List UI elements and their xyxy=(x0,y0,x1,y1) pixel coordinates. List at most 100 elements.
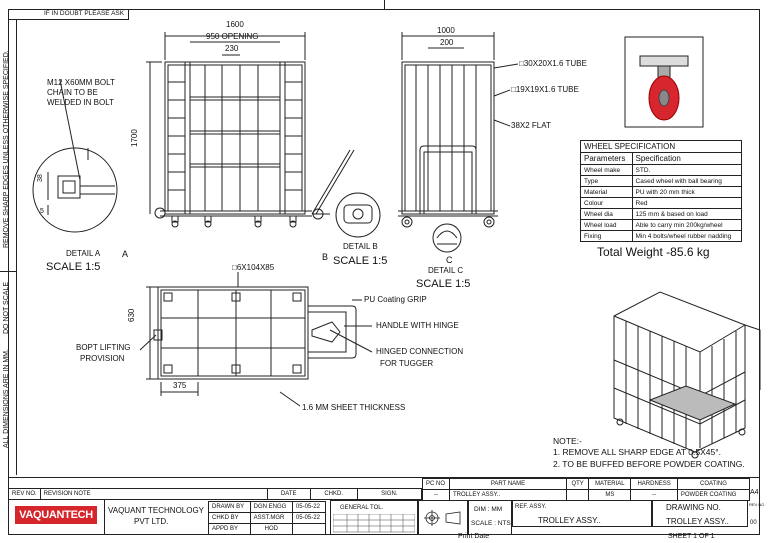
plan-label-lift-1: BOPT LIFTING xyxy=(76,343,131,352)
doubt-box xyxy=(8,9,129,20)
plan-dim-bay: 375 xyxy=(173,381,187,390)
scale-nts-label: SCALE : NTS xyxy=(471,520,511,527)
detail-b-circle xyxy=(335,192,381,238)
front-dim-overall: 1600 xyxy=(226,20,244,29)
detail-a-note-1: M12 X60MM BOLT xyxy=(47,78,115,87)
front-view xyxy=(146,32,355,228)
notes-line-2: 2. TO BE BUFFED BEFORE POWDER COATING. xyxy=(553,459,745,469)
coating-header: COATING xyxy=(676,478,751,490)
rev-label: REV NO xyxy=(749,502,765,507)
hardness-value: -- xyxy=(630,489,678,501)
ref-assy-box xyxy=(512,500,652,527)
material-header: MATERIAL xyxy=(588,478,632,490)
wheel-spec-header: Parameters xyxy=(580,152,633,165)
side-dim-bay: 200 xyxy=(440,38,454,47)
wheel-spec-param: Wheel load xyxy=(580,219,633,231)
drawing-no-label: DRAWING NO. xyxy=(666,503,721,512)
wheel-spec-param: Type xyxy=(580,175,633,187)
part-name-value: TROLLEY ASSY.. xyxy=(449,489,567,501)
pc-no-header: PC NO xyxy=(422,478,450,490)
rev-chkd-header: CHKD. xyxy=(309,488,358,500)
print-date-label: Print Date xyxy=(458,533,490,540)
projection-box xyxy=(418,500,468,535)
tolerance-grid xyxy=(333,514,415,533)
approval-table: DRAWN BY DGN ENGG 05-05-22 CHKD BY ASST.… xyxy=(208,501,327,535)
wheel-spec-value: Able to carry min 200kg/wheel xyxy=(631,219,743,231)
detail-a-dim1: 38 xyxy=(37,174,44,182)
detail-b-marker: B xyxy=(322,252,329,262)
detail-a-dim2: 5 xyxy=(40,208,44,215)
rev-value: 00 xyxy=(750,520,757,526)
material-value: MS xyxy=(588,489,632,501)
plan-label-grip: PU Coating GRIP xyxy=(364,295,427,304)
front-dim-bay: 230 xyxy=(225,44,239,53)
wheel-spec-value: Cased wheel with ball bearing xyxy=(631,175,743,187)
rev-sign-header: SIGN. xyxy=(356,488,423,500)
plan-view xyxy=(139,272,373,407)
wheel-spec-value: Red xyxy=(631,197,743,209)
ref-assy-label: REF. ASSY. xyxy=(515,504,547,510)
logo-box xyxy=(8,500,105,535)
qty-value xyxy=(565,489,590,501)
top-center-mark xyxy=(384,0,385,9)
drawing-no-box xyxy=(652,500,748,527)
chkd-by-name: ASST.MGR xyxy=(249,512,293,524)
dim-mm-label: DIM : MM xyxy=(474,506,503,513)
wheel-spec-title: WHEEL SPECIFICATION xyxy=(580,140,742,153)
detail-b-title: DETAIL B xyxy=(343,242,378,251)
rev-no-header: REV NO. xyxy=(8,488,41,500)
detail-a-circle xyxy=(32,79,118,233)
side-view xyxy=(398,32,519,228)
detail-a-note-2: CHAIN TO BE xyxy=(47,88,98,97)
drawn-by-name: DGN ENGG xyxy=(249,501,293,513)
qty-header: QTY xyxy=(565,478,590,490)
plan-label-lift-2: PROVISION xyxy=(80,354,125,363)
wheel-spec-value: Min 4 bolts/wheel rubber nadding xyxy=(631,230,743,242)
wheel-spec-param: Material xyxy=(580,186,633,198)
wheel-spec-param: Fixing xyxy=(580,230,633,242)
side-label-tube2: □19X19X1.6 TUBE xyxy=(511,85,579,94)
side-dim-width: 1000 xyxy=(437,26,455,35)
side-divider-1 xyxy=(0,271,16,272)
rev-note-header: REVISION NOTE xyxy=(39,488,268,500)
general-tol-label: GENERAL TOL. xyxy=(340,505,384,511)
wheel-spec-header: Specification xyxy=(631,152,743,165)
company-line-1: VAQUANT TECHNOLOGY xyxy=(108,506,205,515)
wheel-spec-param: Wheel make xyxy=(580,164,633,176)
detail-c-marker: C xyxy=(446,255,453,265)
rev-date-header: DATE xyxy=(266,488,311,500)
projection-icon xyxy=(424,510,461,526)
plan-label-tube: □6X104X85 xyxy=(232,263,275,272)
detail-c-scale: SCALE 1:5 xyxy=(416,278,471,290)
part-name-header: PART NAME xyxy=(449,478,567,490)
front-dim-opening: 950 OPENING xyxy=(206,32,259,41)
appd-by-name: HOD xyxy=(249,523,293,535)
front-dim-height: 1700 xyxy=(130,129,139,147)
detail-c-circle xyxy=(432,223,462,253)
detail-a-scale: SCALE 1:5 xyxy=(46,261,101,273)
doubt-label: IF IN DOUBT PLEASE ASK xyxy=(44,10,125,17)
drawing-no-value: TROLLEY ASSY.. xyxy=(666,517,729,526)
appd-by-label: APPD BY xyxy=(208,523,251,535)
detail-c-title: DETAIL C xyxy=(428,266,464,275)
plan-label-handle: HANDLE WITH HINGE xyxy=(376,321,459,330)
company-logo: VAQUANTECH xyxy=(15,506,97,524)
plan-dim-depth: 630 xyxy=(127,308,136,322)
sheet-label: SHEET 1 OF 1 xyxy=(668,533,715,540)
wheel-spec-value: STD. xyxy=(631,164,743,176)
isometric-view xyxy=(613,291,761,459)
company-line-2: PVT LTD. xyxy=(134,517,169,526)
notes-line-1: 1. REMOVE ALL SHARP EDGE AT 0.5X45°. xyxy=(553,447,721,457)
drawn-by-label: DRAWN BY xyxy=(208,501,251,513)
notes-heading: NOTE:- xyxy=(553,436,582,446)
detail-a-title: DETAIL A xyxy=(66,249,101,258)
side-strip xyxy=(8,19,17,475)
general-tol-box xyxy=(330,500,418,535)
wheel-spec-param: Wheel dia xyxy=(580,208,633,220)
side-label-flat: 38X2 FLAT xyxy=(511,121,551,130)
sheet-size: A4 xyxy=(750,489,759,496)
chkd-by-date: 05-05-22 xyxy=(291,512,327,524)
wheel-spec-value: PU with 20 mm thick xyxy=(631,186,743,198)
plan-label-hinge-1: HINGED CONNECTION xyxy=(376,347,464,356)
